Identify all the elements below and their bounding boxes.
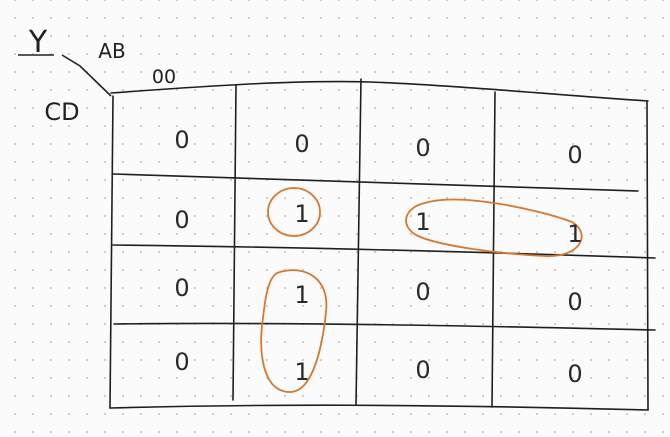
kmap-cell-r3-c1: 1 <box>294 358 309 386</box>
kmap-cell-r0-c2: 0 <box>415 134 430 162</box>
grid-col-divider-2 <box>355 78 362 406</box>
kmap-cell-r1-c0: 0 <box>174 206 189 234</box>
kmap-cell-r3-c3: 0 <box>567 360 582 388</box>
grid-bottom-border <box>109 404 649 411</box>
output-label: Y <box>28 25 48 60</box>
group-loop-single <box>267 187 321 237</box>
grid-row-divider-2 <box>112 244 656 259</box>
grid-row-divider-1 <box>112 173 639 192</box>
kmap-cell-r0-c0: 0 <box>174 126 189 154</box>
kmap-cell-r0-c1: 0 <box>294 130 309 158</box>
column-header-00: 00 <box>152 66 176 88</box>
corner-diagonal <box>61 54 112 97</box>
kmap-cell-r2-c3: 0 <box>567 288 582 316</box>
row-var-label: CD <box>44 98 79 126</box>
grid-row-divider-3 <box>113 322 656 331</box>
kmap-cell-r2-c2: 0 <box>415 278 430 306</box>
grid-left-border <box>109 95 114 409</box>
grid-col-divider-1 <box>232 84 237 401</box>
kmap-cell-r3-c2: 0 <box>415 356 430 384</box>
grid-right-border <box>646 100 649 411</box>
kmap-loops <box>260 187 583 393</box>
kmap-cell-r1-c1: 1 <box>294 200 309 228</box>
kmap-cell-r2-c0: 0 <box>174 274 189 302</box>
kmap-cells: 0 0 0 0 0 1 1 1 0 1 0 0 0 1 0 0 <box>174 126 582 388</box>
kmap-grid <box>109 78 656 411</box>
kmap-cell-r3-c0: 0 <box>174 348 189 376</box>
kmap-cell-r0-c3: 0 <box>567 141 582 169</box>
group-loop-pair-horizontal <box>405 198 583 257</box>
kmap-cell-r1-c2: 1 <box>415 208 430 236</box>
grid-col-divider-3 <box>491 91 496 408</box>
kmap-cell-r2-c1: 1 <box>294 281 309 309</box>
grid-top-border <box>110 80 649 102</box>
kmap-cell-r1-c3: 1 <box>567 220 582 248</box>
column-var-label: AB <box>98 39 125 63</box>
group-loop-pair-vertical <box>260 269 328 393</box>
